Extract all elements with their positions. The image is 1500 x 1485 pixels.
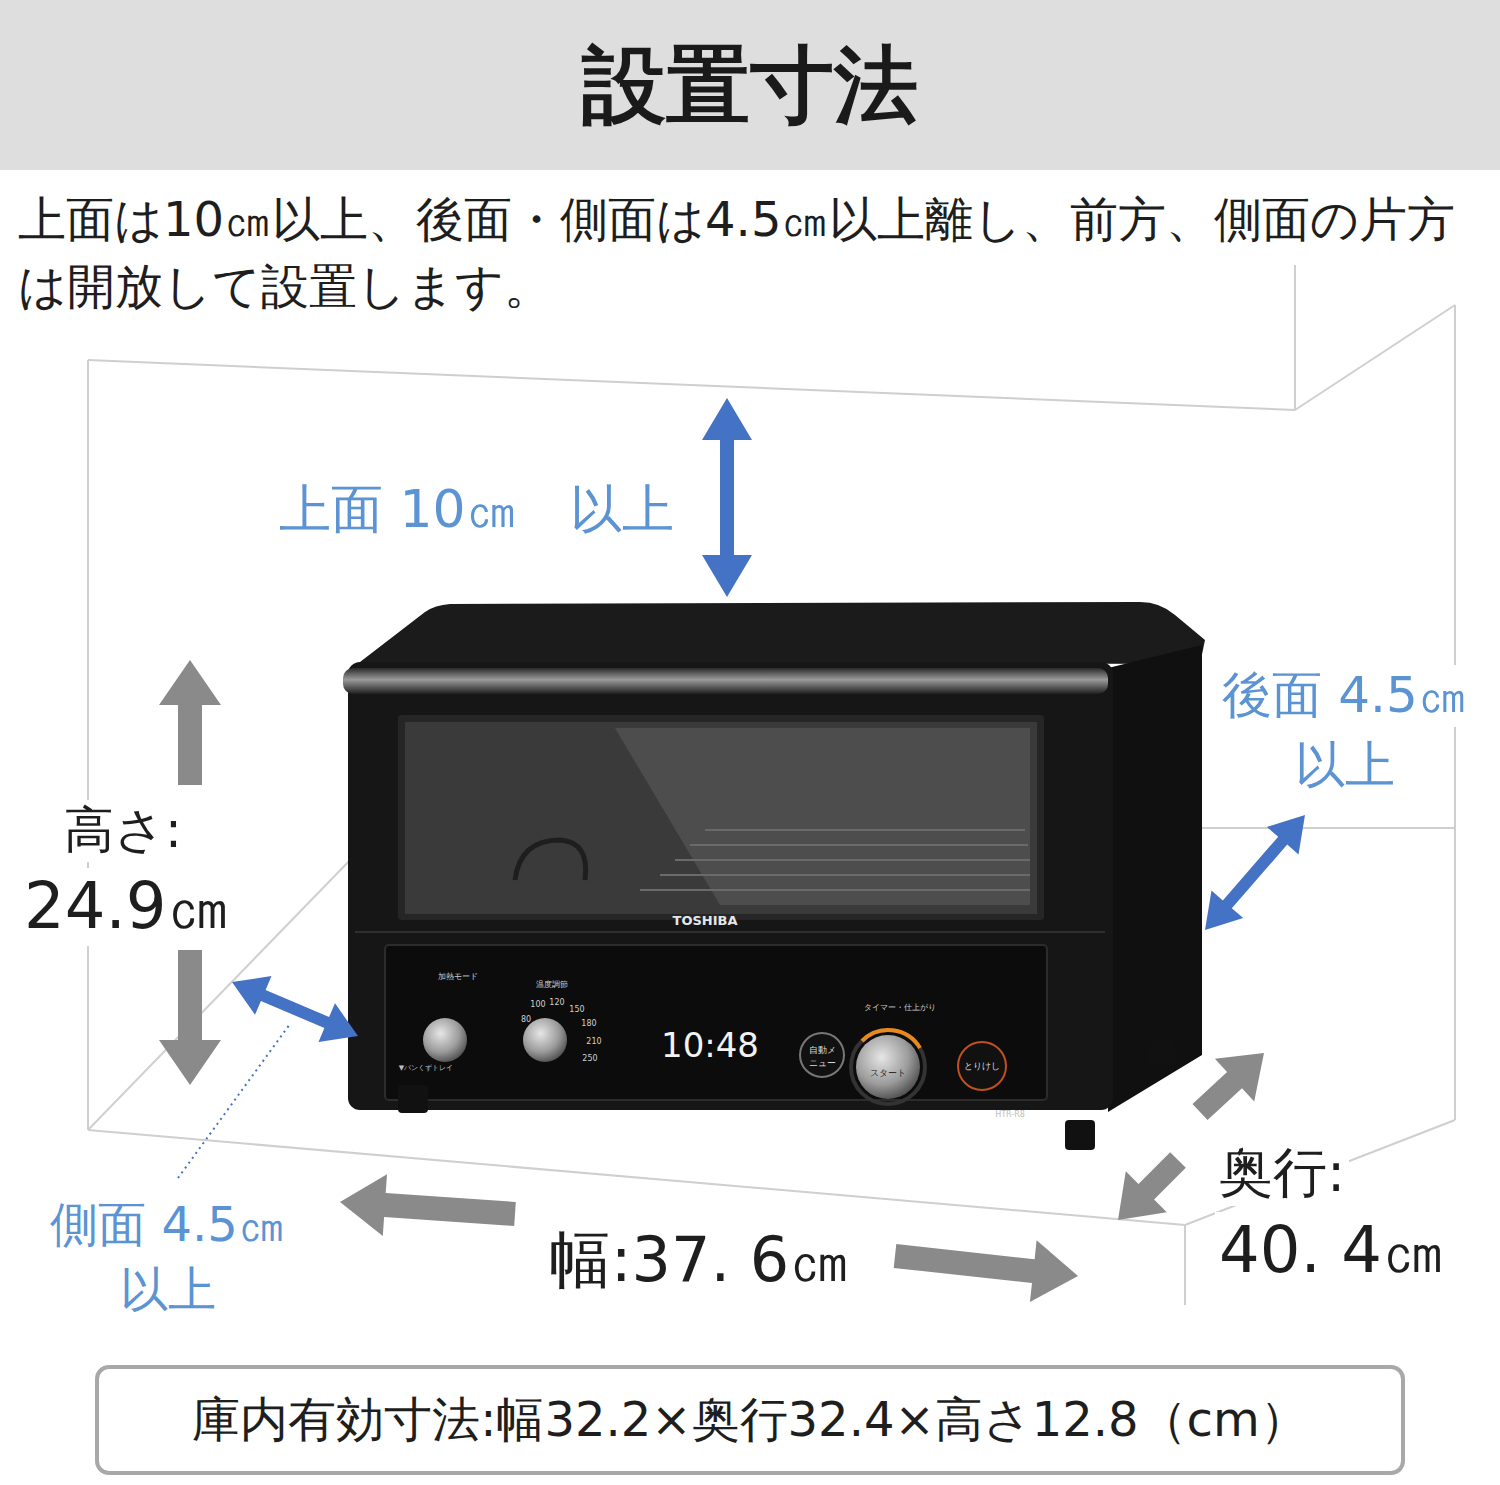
dimension-value: 幅:37. 6㎝ [545, 1222, 856, 1297]
dimension-arrow [1118, 1152, 1186, 1220]
panel-label: ▼パンくずトレイ [399, 1064, 453, 1072]
dimension-arrow [159, 950, 221, 1085]
dial-mark: 210 [586, 1037, 601, 1046]
dimension-value: 24.9㎝ [20, 868, 235, 946]
button-label: とりけし [964, 1061, 1000, 1071]
dial-mark: 180 [581, 1019, 596, 1028]
dimension-arrow [894, 1240, 1078, 1302]
dimension-label: 奥行: [1215, 1140, 1349, 1206]
model-number: HTR-R8 [995, 1110, 1025, 1119]
panel-label: タイマー・仕上がり [864, 1003, 936, 1012]
panel-label: 加熱モード [438, 972, 478, 981]
note: 上面は10㎝以上、後面・側面は4.5㎝以上離し、前方、側面の片方は開放して設置し… [18, 186, 1488, 320]
dial-mark: 150 [569, 1005, 584, 1014]
dimension-arrow [340, 1174, 516, 1236]
dial-mark: 80 [521, 1015, 531, 1024]
dimension-label: 以上 [1291, 735, 1399, 797]
spec-text: 庫内有効寸法:幅32.2×奥行32.4×高さ12.8（cm） [192, 1388, 1307, 1452]
dimension-value: 40. 4㎝ [1215, 1212, 1450, 1290]
dimension-label: 上面 10㎝ 以上 [275, 478, 678, 542]
title: 設置寸法 [582, 37, 918, 134]
dimension-arrow [159, 660, 221, 785]
dimension-arrow [702, 398, 752, 597]
panel-label: 温度調節 [536, 980, 568, 989]
oven [343, 602, 1205, 1150]
dimension-arrow [232, 976, 358, 1042]
button-label: 自動メニュー [807, 1044, 837, 1069]
dial-mark: 100 [530, 1000, 545, 1009]
clearance-box [88, 265, 1455, 1305]
display-readout: 10:48 [661, 1026, 759, 1065]
dimension-arrow [1205, 815, 1305, 930]
dimension-label: 側面 4.5㎝ [46, 1195, 290, 1254]
button-label: スタート [870, 1068, 906, 1078]
dimension-label: 後面 4.5㎝ [1218, 665, 1471, 727]
dimension-arrow [1193, 1053, 1265, 1120]
dial-mark: 250 [582, 1054, 597, 1063]
brand-logo: TOSHIBA [673, 914, 738, 929]
dial-mark: 120 [549, 998, 564, 1007]
dimension-label: 高さ: [60, 800, 186, 862]
dimension-arrows [159, 398, 1305, 1302]
dimension-label: 以上 [116, 1260, 220, 1319]
spec-box: 庫内有効寸法:幅32.2×奥行32.4×高さ12.8（cm） [95, 1365, 1405, 1475]
